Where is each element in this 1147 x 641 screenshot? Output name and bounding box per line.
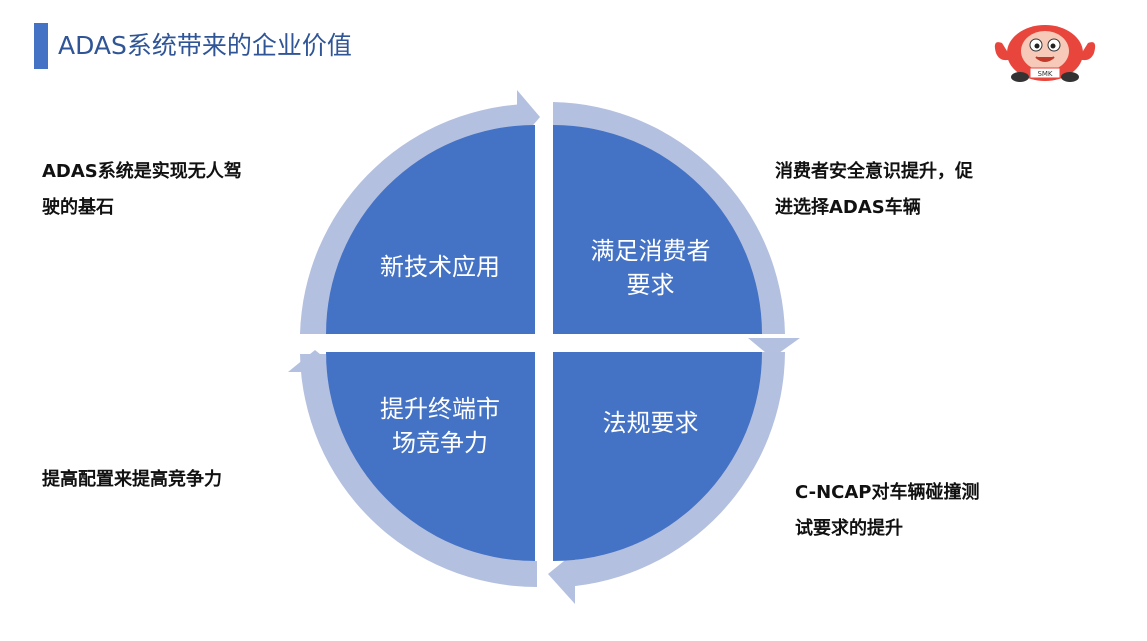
note-bottom-right-line2: 试要求的提升 bbox=[795, 518, 903, 539]
quadrant-label-top-right-line1: 满足消费者 bbox=[590, 237, 711, 265]
arrow-top-left bbox=[300, 104, 525, 334]
note-bottom-right-line1: C-NCAP对车辆碰撞测 bbox=[795, 482, 980, 503]
cycle-arrows bbox=[288, 90, 800, 604]
quadrant-top-right bbox=[553, 125, 762, 334]
arrowhead-top-right bbox=[748, 338, 800, 358]
logo-plate-text: SMK bbox=[1037, 70, 1052, 78]
title-accent-bar bbox=[34, 23, 48, 69]
arrow-bottom-right bbox=[565, 352, 785, 587]
arrowhead-bottom-right bbox=[548, 552, 575, 604]
note-top-left-line2: 驶的基石 bbox=[42, 197, 114, 218]
quadrant-label-bottom-left: 提升终端市 场竞争力 bbox=[355, 392, 525, 460]
note-top-right-line1: 消费者安全意识提升，促 bbox=[775, 161, 973, 182]
quadrant-label-bottom-left-line2: 场竞争力 bbox=[392, 429, 488, 457]
note-top-left-line1: ADAS系统是实现无人驾 bbox=[42, 161, 242, 182]
mascot-logo-icon: SMK bbox=[994, 25, 1096, 82]
quadrant-bottom-right bbox=[553, 352, 762, 561]
arrow-bottom-left bbox=[300, 354, 537, 587]
note-bottom-left: 提高配置来提高竞争力 bbox=[42, 469, 222, 490]
note-top-right-line2: 进选择ADAS车辆 bbox=[775, 197, 921, 218]
cycle-diagram bbox=[288, 90, 800, 604]
quadrants bbox=[326, 125, 762, 561]
quadrant-bottom-left bbox=[326, 352, 535, 561]
note-top-left: ADAS系统是实现无人驾 驶的基石 bbox=[42, 154, 242, 226]
arrow-top-right bbox=[553, 102, 785, 334]
page-title: ADAS系统带来的企业价值 bbox=[58, 31, 352, 60]
quadrant-label-bottom-right: 法规要求 bbox=[602, 409, 699, 437]
quadrant-top-left bbox=[326, 125, 535, 334]
note-bottom-right: C-NCAP对车辆碰撞测 试要求的提升 bbox=[795, 475, 980, 547]
note-top-right: 消费者安全意识提升，促 进选择ADAS车辆 bbox=[775, 154, 973, 226]
quadrant-label-bottom-left-line1: 提升终端市 bbox=[380, 395, 500, 423]
quadrant-label-top-right-line2: 要求 bbox=[626, 271, 675, 299]
quadrant-label-top-right: 满足消费者 要求 bbox=[563, 234, 738, 302]
quadrant-label-top-left: 新技术应用 bbox=[380, 253, 500, 281]
